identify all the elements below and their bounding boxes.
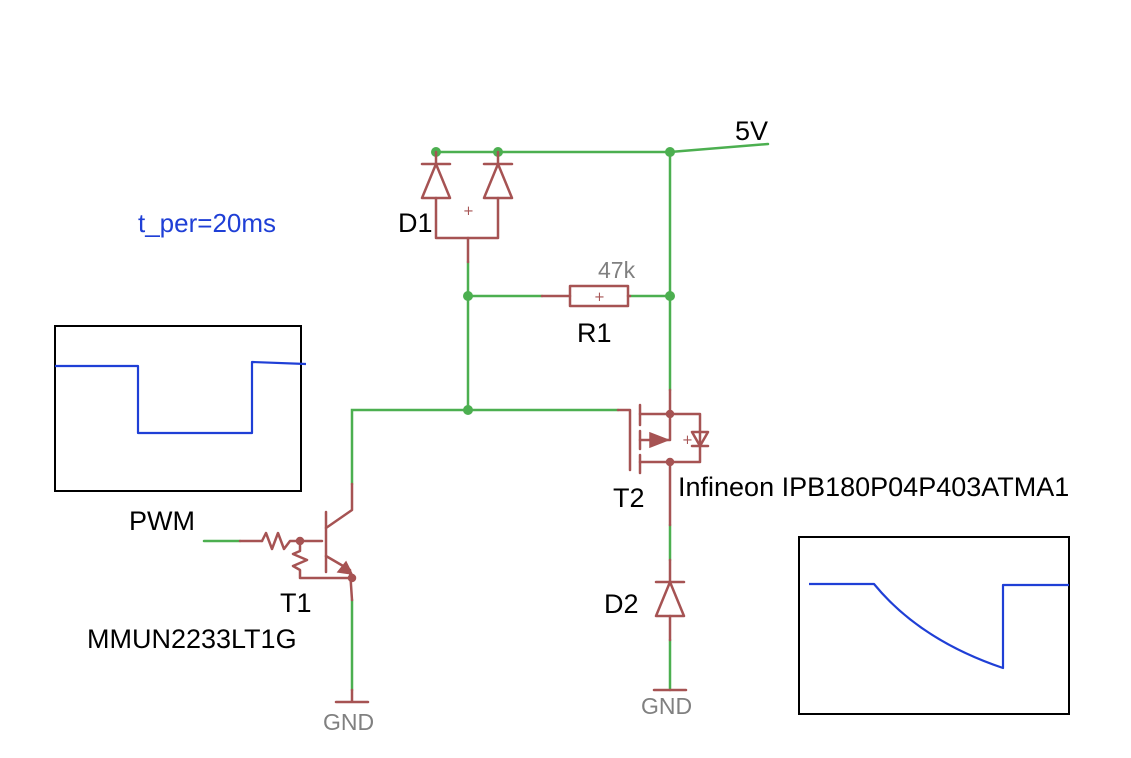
wire-5v-rail — [434, 142, 770, 154]
d2-ref: D2 — [604, 589, 639, 619]
scope-output — [798, 536, 1070, 715]
junction-r1-right — [665, 291, 675, 301]
scope-input — [54, 325, 307, 492]
svg-text:+: + — [463, 204, 474, 219]
pwm-label: PWM — [129, 506, 195, 536]
scope-output-frame — [798, 536, 1070, 715]
diode-d2 — [654, 558, 686, 642]
t2-ref: T2 — [613, 483, 645, 513]
r1-value: 47k — [598, 257, 636, 283]
resistor-r1: + — [540, 284, 632, 308]
gnd-label-left: GND — [323, 709, 374, 735]
scope-output-trace — [809, 582, 1069, 670]
junction-5v — [665, 147, 675, 157]
wire-gate-line — [350, 408, 620, 486]
period-annotation: t_per=20ms — [138, 208, 276, 238]
svg-text:+: + — [594, 290, 605, 305]
scope-input-frame — [54, 325, 302, 492]
r1-ref: R1 — [577, 318, 612, 348]
supply-label: 5V — [735, 116, 768, 146]
junction-gate — [463, 405, 473, 415]
mosfet-t2: + — [616, 388, 710, 527]
diode-d1: + — [420, 150, 514, 264]
t1-part: MMUN2233LT1G — [87, 624, 297, 654]
t1-ref: T1 — [280, 588, 312, 618]
gnd-label-right: GND — [641, 693, 692, 719]
ground-symbol-left — [334, 688, 370, 704]
junction-r1-left — [463, 291, 473, 301]
d1-ref: D1 — [398, 208, 433, 238]
scope-input-trace — [55, 360, 307, 435]
t2-part: Infineon IPB180P04P403ATMA1 — [678, 472, 1069, 502]
svg-text:+: + — [682, 433, 693, 448]
transistor-t1 — [238, 482, 357, 602]
